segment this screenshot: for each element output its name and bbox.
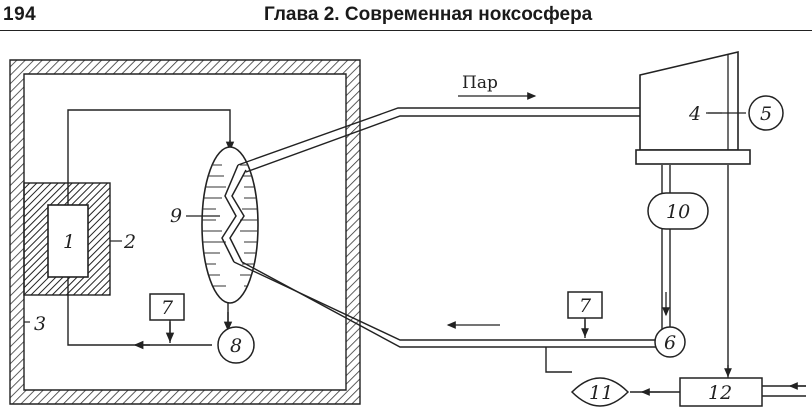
unit-7-secondary bbox=[567, 291, 603, 319]
label-9: 9 bbox=[170, 205, 182, 227]
steam-label: Пар bbox=[462, 73, 498, 93]
unit-12 bbox=[679, 377, 763, 407]
turbine bbox=[635, 50, 751, 165]
label-leaders bbox=[24, 112, 722, 323]
label-12: 12 bbox=[708, 382, 732, 404]
label-1: 1 bbox=[63, 231, 75, 253]
label-5: 5 bbox=[760, 103, 772, 125]
label-2: 2 bbox=[123, 231, 136, 253]
label-7a: 7 bbox=[161, 297, 174, 319]
label-7b: 7 bbox=[579, 295, 592, 317]
header-rule bbox=[0, 30, 812, 31]
label-10: 10 bbox=[666, 201, 690, 223]
label-8: 8 bbox=[230, 335, 242, 357]
label-4: 4 bbox=[688, 103, 701, 125]
label-11: 11 bbox=[589, 382, 613, 404]
circulation-pump bbox=[217, 326, 255, 364]
secondary-loop bbox=[233, 107, 806, 397]
chapter-title: Глава 2. Современная ноксосфера bbox=[264, 4, 593, 25]
label-6: 6 bbox=[664, 332, 676, 354]
condenser bbox=[647, 192, 709, 230]
page-header: 194 Глава 2. Современная ноксосфера bbox=[0, 0, 812, 31]
heat-exchanger bbox=[654, 326, 686, 358]
generator bbox=[748, 95, 784, 131]
page-number: 194 bbox=[3, 4, 37, 25]
unit-11 bbox=[570, 377, 630, 407]
unit-7-primary bbox=[149, 293, 185, 321]
label-3: 3 bbox=[34, 313, 46, 335]
